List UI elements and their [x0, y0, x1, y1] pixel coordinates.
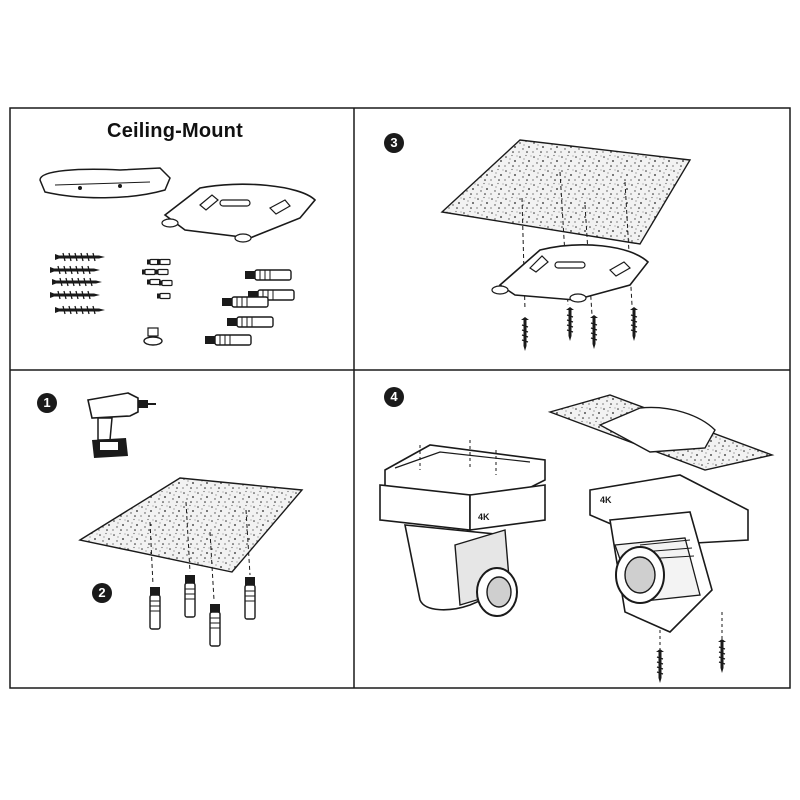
small-screws — [141, 258, 173, 300]
mount-plate — [161, 183, 317, 243]
mount-base-cover — [39, 167, 171, 199]
screws-step-3 — [519, 305, 640, 353]
diagram-title: Ceiling-Mount — [107, 120, 243, 142]
step-1-badge: 1 — [37, 393, 57, 413]
camera-right — [589, 474, 749, 685]
wood-screws — [49, 252, 106, 315]
camera-left — [379, 484, 546, 617]
camera-badge-left: 4K — [478, 512, 490, 522]
panel-border — [9, 107, 791, 689]
wall-anchors — [204, 269, 295, 346]
step-4-badge: 4 — [384, 387, 404, 407]
mount-plate-step-3 — [491, 244, 650, 303]
camera-badge-right: 4K — [600, 495, 612, 505]
guide-lines-step-1 — [149, 501, 251, 601]
power-drill — [87, 392, 156, 458]
wall-anchors-step-2 — [149, 574, 256, 647]
thumb-screw — [143, 327, 163, 346]
ceiling-slab-step-1 — [78, 477, 304, 573]
ceiling-slab-step-4 — [547, 394, 775, 471]
step-3-badge: 3 — [384, 133, 404, 153]
step-2-badge: 2 — [92, 583, 112, 603]
ceiling-slab-step-3 — [440, 139, 692, 245]
